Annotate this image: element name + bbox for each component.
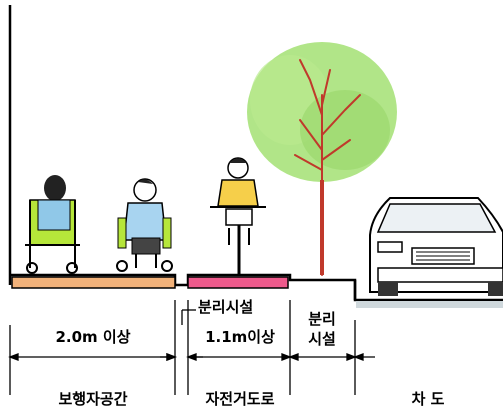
bike-width-label: 1.1m이상 xyxy=(205,328,275,346)
zone-label-bicycle: 자전거도로 xyxy=(205,390,275,408)
separator-label-right-line1: 분리 xyxy=(308,310,336,328)
car-icon xyxy=(369,197,503,296)
dimension-lines xyxy=(8,300,375,395)
sidewalk-surface xyxy=(11,276,176,289)
zone-label-pedestrian: 보행자공간 xyxy=(58,390,128,408)
cyclist-icon xyxy=(210,157,266,275)
zone-label-roadway: 차 도 xyxy=(411,390,445,408)
road-surface xyxy=(356,301,503,308)
separator-label-right-line2: 시설 xyxy=(308,330,336,348)
pedestrian-width-label: 2.0m 이상 xyxy=(55,328,131,346)
bike-lane-surface xyxy=(187,276,289,289)
tree-icon xyxy=(247,42,397,276)
wheelchair-user-icon xyxy=(25,175,80,274)
separator-label-upper: 분리시설 xyxy=(198,298,254,316)
wheelchair-user-icon xyxy=(116,178,173,272)
